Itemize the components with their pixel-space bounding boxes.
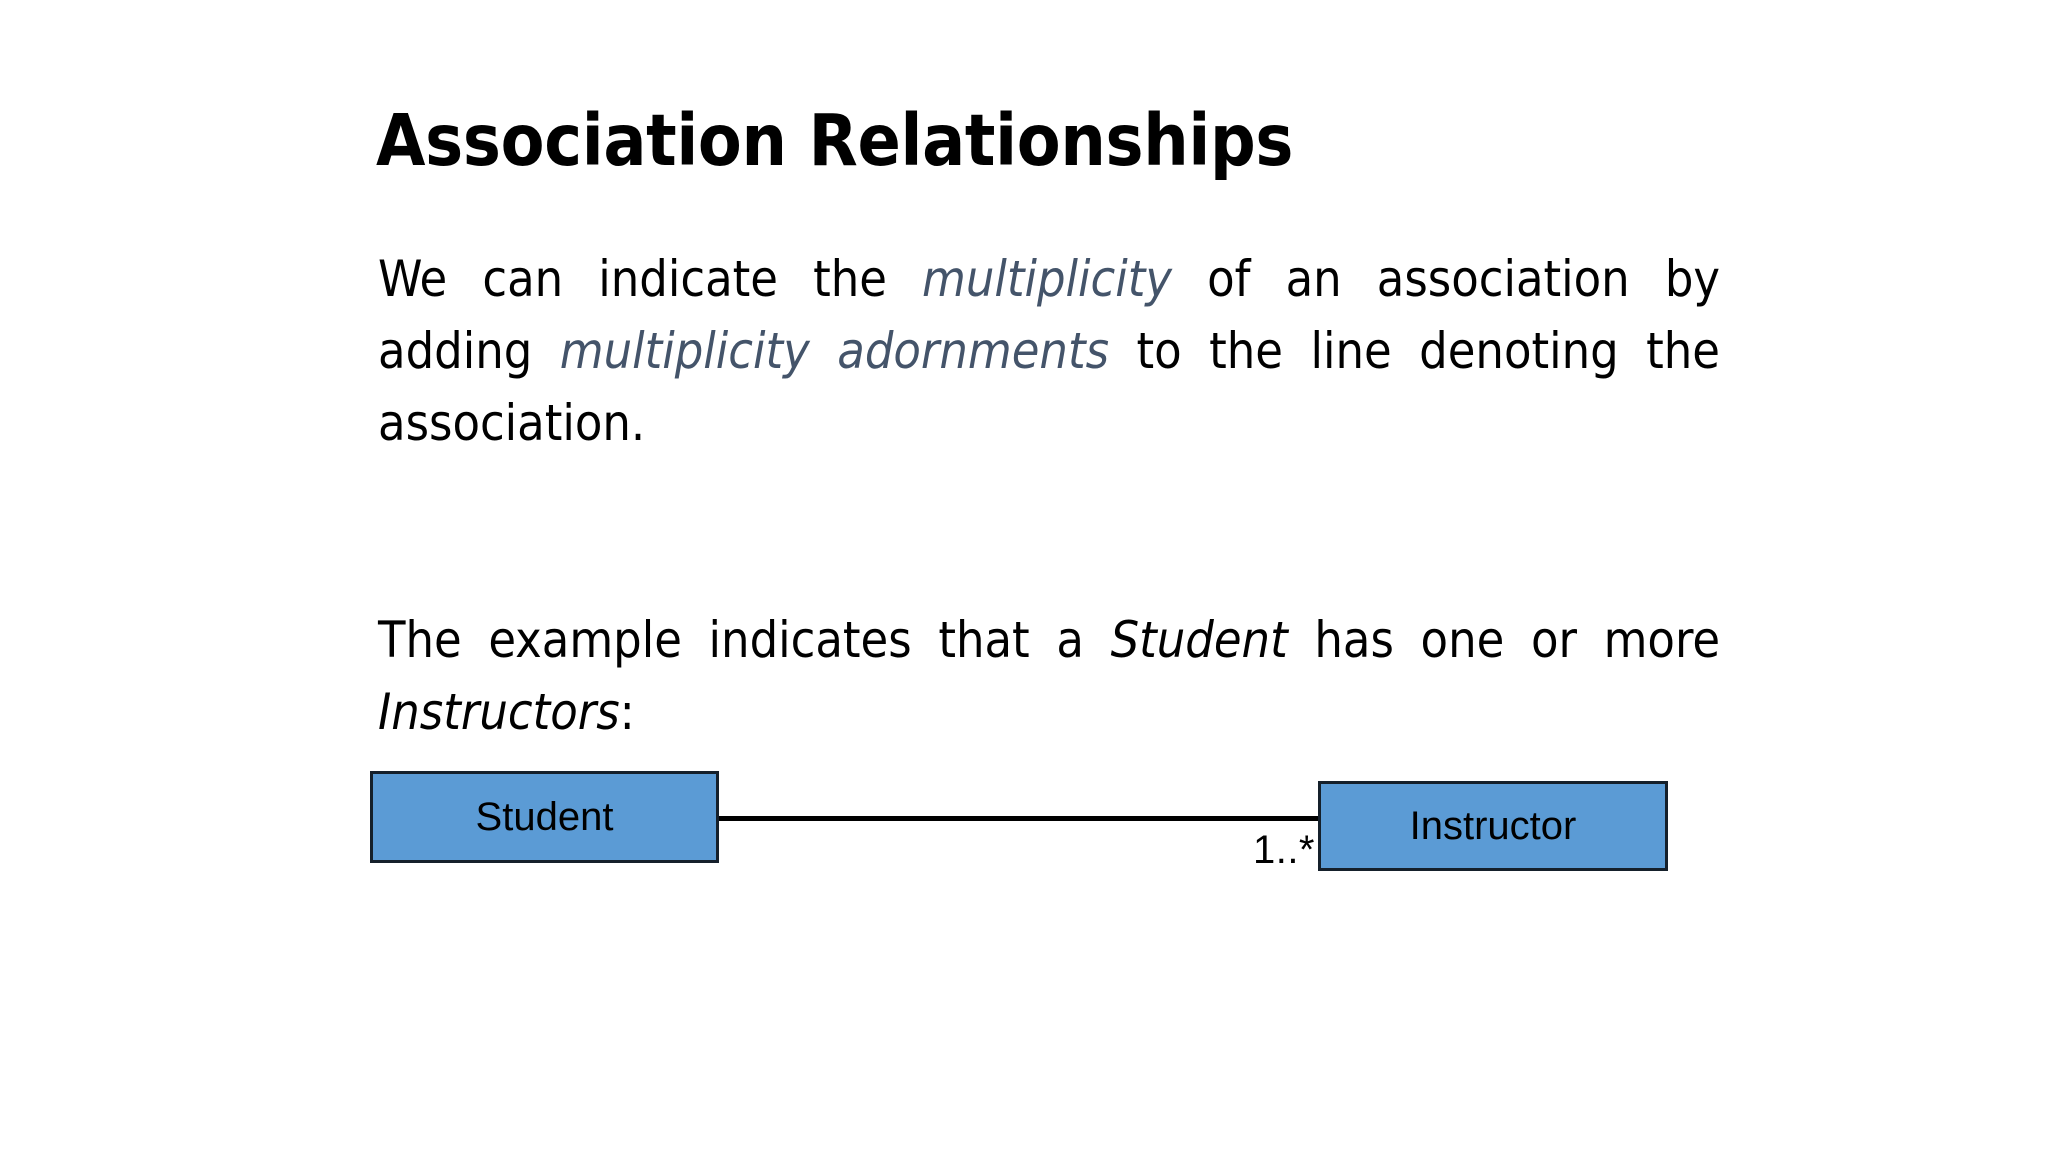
paragraph-2-text-segment-3: : [619, 683, 635, 741]
paragraph-1-text-segment-1: We can indicate the [378, 250, 923, 308]
paragraph-1-text-segment-2: of an association by adding [378, 250, 1720, 380]
paragraph-2-text-segment-2: has one or more [1287, 611, 1721, 669]
paragraph-multiplicity: We can indicate the multiplicity of an a… [378, 243, 1720, 531]
paragraph-spacer [378, 531, 1720, 604]
emphasis-multiplicity-adornments: multiplicity adornments [559, 322, 1110, 380]
emphasis-instructors: Instructors [378, 683, 620, 741]
body-text-block: We can indicate the multiplicity of an a… [378, 243, 1720, 748]
uml-class-name-student: Student [475, 794, 614, 839]
uml-class-box-instructor[interactable]: Instructor [1318, 781, 1668, 871]
uml-class-name-instructor: Instructor [1409, 803, 1577, 848]
multiplicity-adornment-label: 1..* [1252, 828, 1315, 872]
page-title: Association Relationships [376, 98, 1294, 182]
paragraph-2-text-segment-1: The example indicates that a [378, 611, 1111, 669]
emphasis-student: Student [1110, 611, 1288, 669]
emphasis-multiplicity: multiplicity [922, 250, 1173, 308]
uml-class-box-student[interactable]: Student [370, 771, 719, 863]
association-line [716, 816, 1320, 821]
paragraph-1-text-segment-3: to the line denoting the association. [378, 322, 1720, 452]
paragraph-example: The example indicates that a Student has… [378, 604, 1720, 748]
